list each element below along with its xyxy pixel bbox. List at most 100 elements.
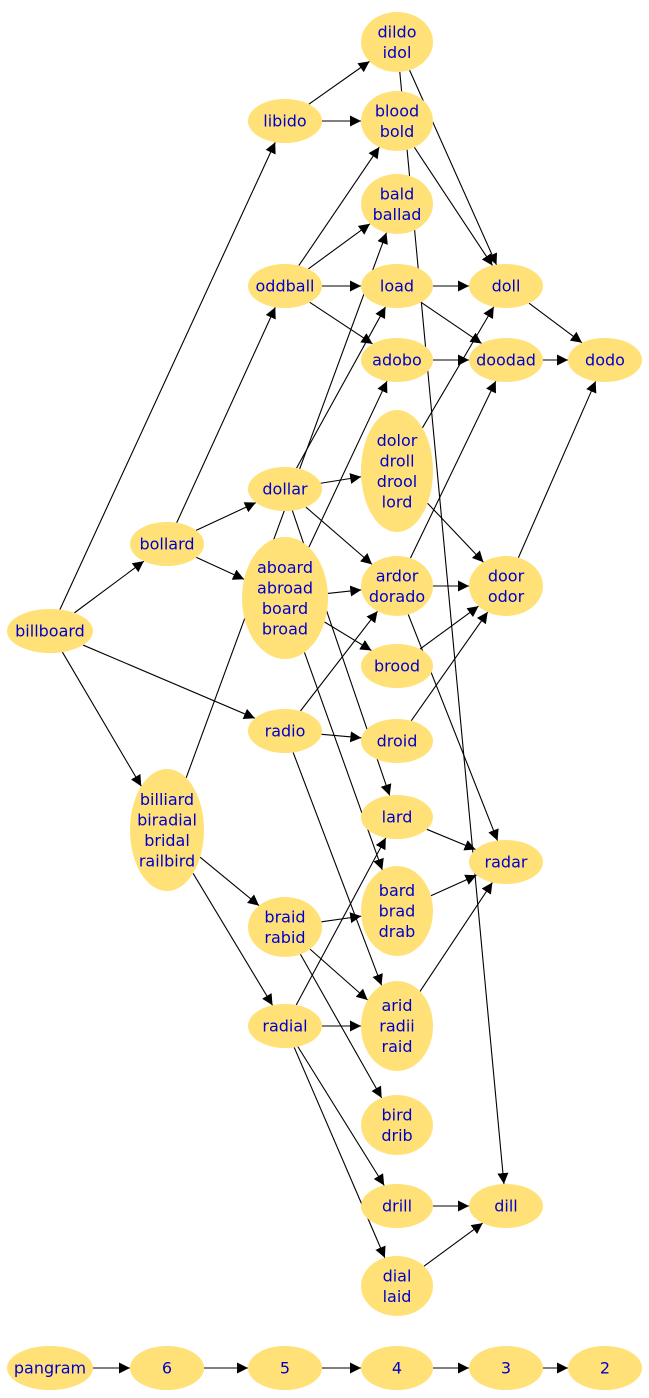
node-label: ballad <box>373 205 422 224</box>
node-label: dildo <box>378 22 417 41</box>
node-ellipse <box>361 410 433 532</box>
node-label: pangram <box>14 1359 86 1378</box>
node-ellipse <box>469 1346 543 1390</box>
edge-droid-to-door <box>410 611 489 722</box>
node-label: bollard <box>139 535 194 554</box>
edge-libido-to-dildo <box>308 60 370 105</box>
node-lard: lard <box>361 795 433 839</box>
node-n3: 3 <box>469 1346 543 1390</box>
node-label: rabid <box>264 928 305 947</box>
node-label: drill <box>382 1197 412 1216</box>
node-bald: bald ballad <box>361 174 433 234</box>
edge-blood-to-doll <box>413 146 493 266</box>
node-ellipse <box>130 522 204 566</box>
node-label: bald <box>380 184 415 203</box>
node-ellipse <box>248 897 322 957</box>
edge-radio-to-arid <box>292 752 383 986</box>
node-ellipse <box>361 338 433 382</box>
node-ellipse <box>361 1346 433 1390</box>
node-radio: radio <box>248 709 322 753</box>
node-ellipse <box>361 644 433 688</box>
node-ellipse <box>361 719 433 763</box>
node-ellipse <box>242 537 328 659</box>
edge-oddball-to-blood <box>298 146 380 266</box>
node-ellipse <box>248 1346 322 1390</box>
node-n4: 4 <box>361 1346 433 1390</box>
nodes: dildoidollibidobloodboldbaldballadoddbal… <box>7 12 642 1390</box>
edge-billboard-to-radio <box>82 644 256 719</box>
node-load: load <box>361 264 433 308</box>
node-label: dial <box>383 1266 412 1285</box>
edge-billiard-to-radial <box>192 873 274 1006</box>
node-ellipse <box>7 1346 93 1390</box>
node-label: adobo <box>372 351 422 370</box>
edge-dial-to-dill <box>423 1222 484 1267</box>
edge-oddball-to-bald <box>308 223 371 270</box>
node-label: biradial <box>137 810 197 829</box>
node-label: dodo <box>585 351 625 370</box>
node-label: railbird <box>139 851 195 870</box>
node-label: droll <box>379 451 414 470</box>
node-label: radio <box>265 722 306 741</box>
edge-dildo-to-dill <box>399 71 509 1185</box>
edge-billboard-to-bollard <box>74 560 145 614</box>
node-label: radii <box>379 1017 414 1036</box>
edge-dolor-to-doll <box>421 306 495 429</box>
node-label: doll <box>492 277 521 296</box>
node-label: brad <box>379 902 416 921</box>
node-n5: 5 <box>248 1346 322 1390</box>
node-ellipse <box>361 981 433 1071</box>
edge-radial-to-lard <box>295 837 387 1006</box>
node-ellipse <box>248 99 322 143</box>
edge-lard-to-radar <box>426 828 476 851</box>
node-label: bridal <box>144 831 190 850</box>
node-label: lard <box>382 808 413 827</box>
node-brood: brood <box>361 644 433 688</box>
edge-ardor-to-doodad <box>409 380 497 559</box>
edge-oddball-to-adobo <box>309 301 373 345</box>
node-label: bard <box>379 881 415 900</box>
node-oddball: oddball <box>248 264 322 308</box>
node-label: drool <box>377 472 417 491</box>
node-adobo: adobo <box>361 338 433 382</box>
node-label: 6 <box>162 1359 172 1378</box>
node-label: raid <box>382 1037 413 1056</box>
node-dill: dill <box>469 1184 543 1228</box>
node-label: arid <box>382 996 413 1015</box>
node-label: dill <box>494 1197 518 1216</box>
node-ellipse <box>568 338 642 382</box>
node-ellipse <box>469 556 543 616</box>
node-label: billboard <box>15 622 85 641</box>
node-dollar: dollar <box>248 467 322 511</box>
edge-radial-to-drill <box>297 1046 385 1186</box>
node-pangram: pangram <box>7 1346 93 1390</box>
node-ellipse <box>469 1184 543 1228</box>
node-libido: libido <box>248 99 322 143</box>
node-label: laid <box>383 1287 412 1306</box>
node-label: brood <box>374 657 420 676</box>
node-ellipse <box>248 1004 322 1048</box>
edge-aboard-to-bard <box>303 652 384 871</box>
node-drill: drill <box>361 1184 433 1228</box>
edge-door-to-dodo <box>517 381 597 558</box>
node-label: lord <box>382 492 413 511</box>
edge-bard-to-radar <box>430 874 477 897</box>
edge-billboard-to-libido <box>59 141 276 610</box>
edge-bollard-to-oddball <box>176 307 276 523</box>
node-ellipse <box>361 866 433 956</box>
edge-bollard-to-aboard <box>196 556 245 580</box>
node-label: 3 <box>501 1359 511 1378</box>
node-label: 4 <box>392 1359 402 1378</box>
node-ellipse <box>361 795 433 839</box>
node-label: dollar <box>262 480 308 499</box>
node-ellipse <box>469 264 543 308</box>
node-ellipse <box>248 264 322 308</box>
node-ellipse <box>361 1095 433 1155</box>
